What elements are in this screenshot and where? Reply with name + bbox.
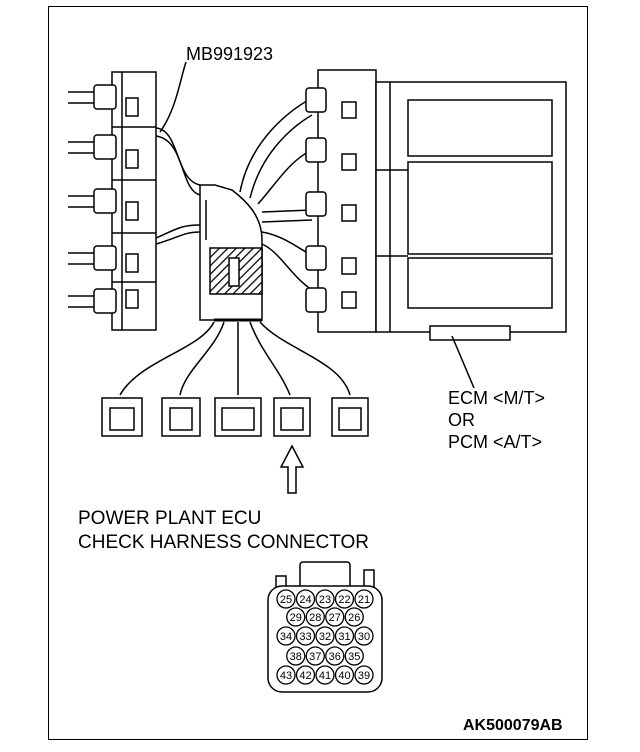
check-connector-1 (101, 397, 143, 437)
pin-label-38: 38 (290, 651, 302, 663)
ecm-pointer-line (451, 335, 475, 389)
connector-title-line2: CHECK HARNESS CONNECTOR (78, 532, 369, 553)
pin-30 (354, 626, 374, 646)
pin-label-28: 28 (309, 612, 321, 624)
check-connector-5 (331, 397, 369, 437)
tool-part-label: MB991923 (186, 44, 273, 64)
pin-31 (334, 626, 355, 646)
left-plugs (93, 84, 117, 314)
ecm-pcm-connector (305, 69, 567, 341)
pin-29 (286, 607, 306, 627)
diagram-frame (48, 6, 588, 740)
central-junction (199, 184, 263, 322)
pin-40 (334, 665, 355, 685)
pin-36 (325, 646, 345, 666)
pin-label-33: 33 (299, 631, 311, 643)
pin-label-21: 21 (358, 594, 370, 606)
ecm-label-line2: OR (448, 410, 475, 430)
check-connectors (101, 397, 369, 437)
pin-label-34: 34 (280, 631, 292, 643)
figure-id: AK500079AB (463, 717, 563, 734)
pin-39 (354, 665, 374, 685)
pin-label-26: 26 (348, 612, 360, 624)
pin-21 (354, 589, 374, 609)
pin-label-31: 31 (338, 631, 350, 643)
check-connector-cables (119, 321, 351, 396)
pin-label-22: 22 (338, 594, 350, 606)
check-connector-3 (214, 397, 262, 437)
pin-label-24: 24 (299, 594, 311, 606)
pin-label-36: 36 (329, 651, 341, 663)
pin-label-23: 23 (319, 594, 331, 606)
pin-label-43: 43 (280, 670, 292, 682)
pin-label-30: 30 (358, 631, 370, 643)
left-branch-cables (155, 127, 201, 245)
pin-label-41: 41 (319, 670, 331, 682)
pin-label-27: 27 (329, 612, 341, 624)
left-latches (125, 97, 139, 309)
pin-label-32: 32 (319, 631, 331, 643)
ecm-latches (341, 101, 357, 309)
pin-label-25: 25 (280, 594, 292, 606)
ecm-plugs (305, 87, 327, 313)
pin-label-40: 40 (338, 670, 350, 682)
pin-43 (276, 665, 296, 685)
pin-27 (325, 607, 345, 627)
pin-38 (286, 646, 306, 666)
check-connector-4 (273, 397, 311, 437)
ecm-label-line1: ECM <M/T> (448, 388, 545, 408)
check-connector-2 (161, 397, 201, 437)
pin-25 (276, 589, 296, 609)
pin-37 (305, 646, 325, 666)
pin-23 (315, 589, 335, 609)
pin-label-39: 39 (358, 670, 370, 682)
pin-42 (295, 665, 316, 685)
pin-label-37: 37 (309, 651, 321, 663)
up-arrow-icon (279, 444, 305, 494)
tool-pointer-line (159, 61, 187, 133)
pin-layout: 25 24 23 22 21 29 28 27 26 34 33 32 31 30 38 37 36 35 43 42… (276, 589, 374, 685)
pin-label-42: 42 (299, 670, 311, 682)
left-connector-block (93, 71, 157, 331)
pin-label-29: 29 (290, 612, 302, 624)
pin-35 (344, 646, 364, 666)
pin-32 (315, 626, 335, 646)
pin-22 (334, 589, 355, 609)
pin-label-35: 35 (348, 651, 360, 663)
pin-34 (276, 626, 296, 646)
pin-41 (315, 665, 335, 685)
ecm-label-line3: PCM <A/T> (448, 432, 542, 452)
pin-33 (295, 626, 316, 646)
pin-24 (295, 589, 316, 609)
connector-title-line1: POWER PLANT ECU (78, 508, 261, 529)
pin-26 (344, 607, 364, 627)
pin-28 (305, 607, 325, 627)
